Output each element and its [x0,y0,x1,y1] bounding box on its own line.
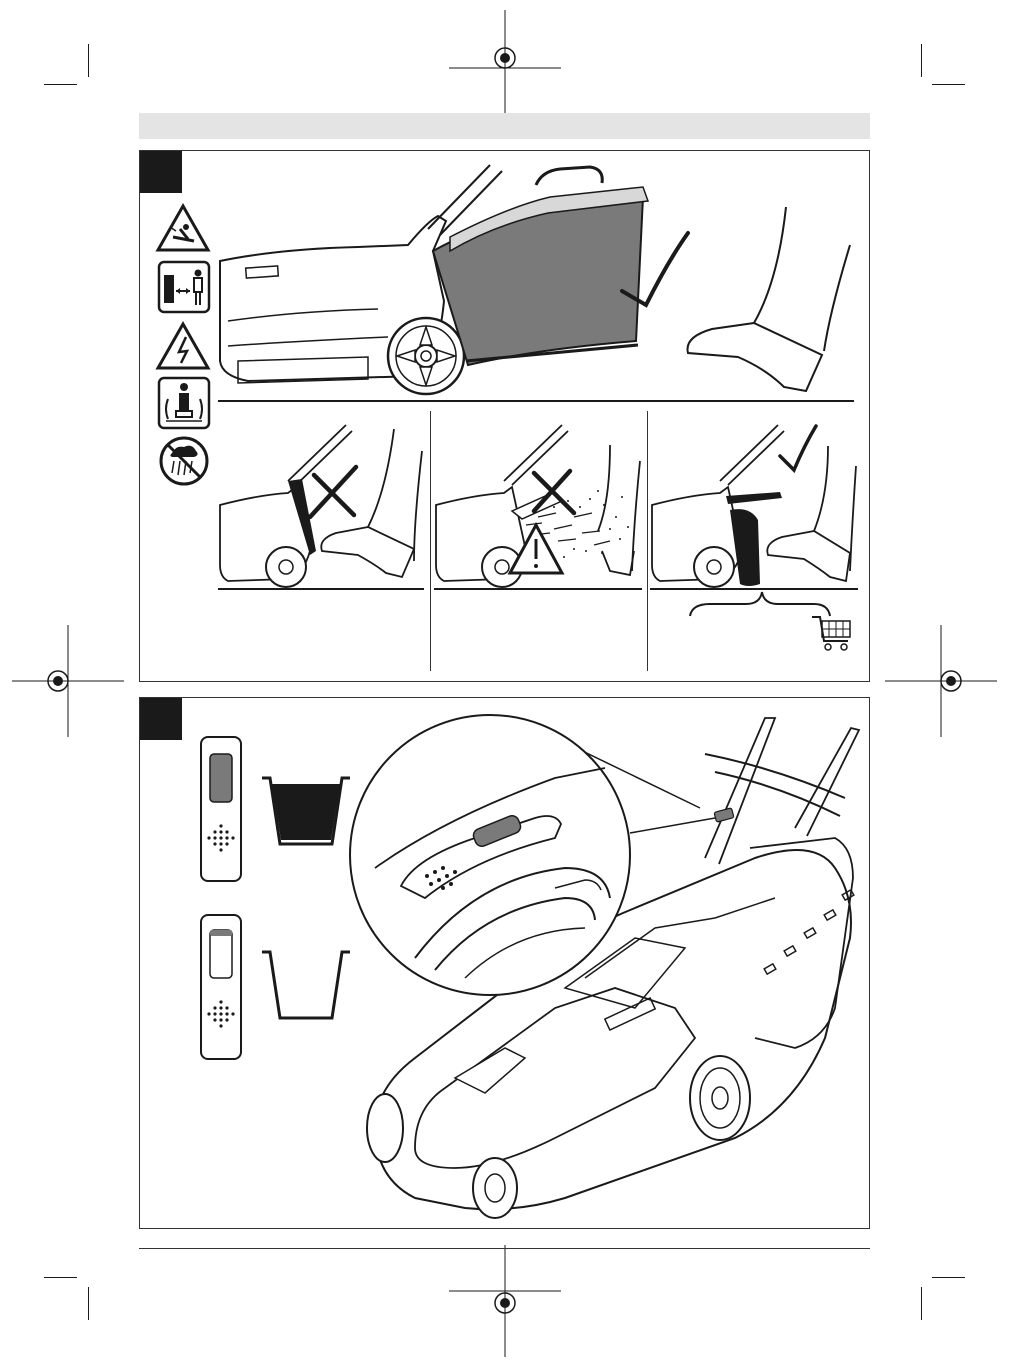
crop-mark [932,1277,965,1278]
thrown-object-warning-icon [156,203,210,253]
crop-mark [88,44,89,77]
header-band [139,113,870,139]
electric-shock-warning-icon [156,321,210,371]
fill-indicator-full-icon [200,736,244,884]
figure-panel-fill-indicator [139,697,870,1229]
no-catcher-ejection-warning-illustration [434,421,646,596]
bystanders-away-icon [158,377,210,429]
no-rain-icon [158,435,210,487]
no-catcher-flap-open-prohibited-illustration [218,421,428,596]
footer-rule [139,1248,870,1249]
mower-fill-indicator-illustration [355,708,860,1218]
registration-target-icon [449,10,561,122]
figure-number-marker [140,698,182,740]
figure-number-marker [140,151,182,193]
crop-mark [921,44,922,77]
registration-target-icon [449,1245,561,1357]
crop-mark [44,1277,77,1278]
panel-vertical-divider [647,411,648,671]
shopping-cart-icon [810,613,858,653]
registration-target-icon [885,625,997,737]
mower-with-grass-catcher-illustration [218,161,858,406]
catcher-empty-icon [260,948,352,1026]
registration-target-icon [12,625,124,737]
crop-mark [44,84,77,85]
panel-vertical-divider [430,411,431,671]
catcher-full-icon [260,774,352,852]
fill-indicator-empty-icon [200,914,244,1062]
figure-panel-catcher-usage [139,150,870,682]
crop-mark [921,1287,922,1320]
crop-mark [88,1287,89,1320]
crop-mark [932,84,965,85]
keep-distance-icon [158,261,210,313]
